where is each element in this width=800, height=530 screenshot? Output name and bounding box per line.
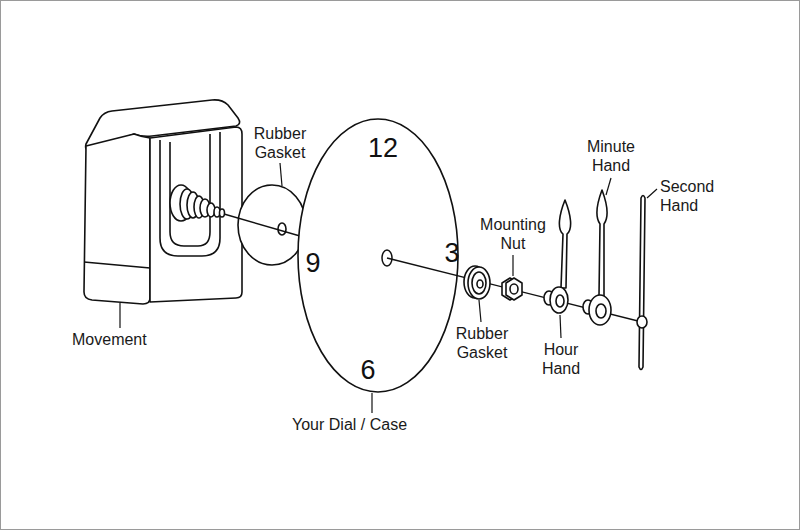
shaft-thread	[207, 203, 215, 217]
nut-side	[502, 278, 518, 300]
dial-hole	[382, 250, 392, 266]
movement-recess	[160, 132, 220, 256]
hub-hole	[556, 295, 564, 307]
part-label: Movement	[72, 330, 182, 349]
dial-face	[298, 119, 458, 392]
hand-blade	[559, 200, 570, 288]
dial-number: 9	[305, 250, 320, 277]
clock-dial: 12 9 3 6	[297, 118, 459, 393]
leader-line	[512, 255, 513, 276]
leader-line	[606, 178, 611, 195]
movement-side	[84, 134, 150, 304]
part-label: Hour Hand	[532, 340, 590, 378]
shaft-thread	[214, 207, 220, 217]
leader-line	[280, 163, 282, 186]
movement-recess-inner	[170, 134, 210, 246]
hand-hub	[589, 295, 611, 325]
second-hand	[637, 196, 647, 370]
shaft-thread	[220, 209, 225, 217]
hand-collar	[583, 300, 593, 314]
shaft-thread	[194, 196, 204, 218]
hand-shaft	[224, 214, 300, 236]
shaft-thread	[200, 199, 210, 217]
hand-hub	[550, 287, 568, 313]
shaft-thread	[187, 192, 199, 218]
leader-line	[371, 393, 372, 413]
movement-top	[86, 100, 240, 151]
part-label: Minute Hand	[578, 137, 644, 175]
front-gasket	[464, 266, 490, 299]
hand-blade	[597, 190, 607, 296]
hand-hub	[637, 316, 647, 328]
part-label: Mounting Nut	[470, 215, 556, 253]
hub-hole	[596, 304, 606, 318]
gasket-ring	[472, 272, 486, 294]
movement-face	[150, 127, 242, 302]
gasket-hole	[278, 223, 286, 235]
dial-number: 3	[444, 240, 459, 267]
gasket-hole	[477, 280, 483, 288]
dial-number: 6	[360, 357, 375, 384]
part-label: Second Hand	[660, 177, 732, 215]
gasket-disc	[468, 267, 490, 299]
part-label: Your Dial / Case	[292, 415, 462, 434]
clock-movement	[84, 100, 242, 304]
leader-line	[560, 315, 561, 338]
nut-hole	[510, 284, 518, 294]
gasket-disc	[238, 185, 306, 265]
nut-face	[506, 278, 522, 300]
hour-hand	[544, 200, 571, 313]
shaft-thread	[180, 189, 194, 219]
shaft-base	[170, 185, 192, 221]
gasket-edge	[464, 266, 486, 298]
hand-blade	[639, 196, 645, 370]
part-label: Rubber Gasket	[448, 324, 516, 362]
leader-line	[479, 300, 481, 322]
rear-gasket	[238, 185, 306, 265]
dial-number: 12	[368, 135, 398, 162]
leader-line	[119, 303, 120, 328]
leader-line	[647, 189, 657, 198]
movement-step	[84, 262, 150, 268]
part-label: Rubber Gasket	[246, 124, 314, 162]
minute-hand	[583, 190, 611, 325]
mounting-nut	[502, 278, 522, 300]
hand-collar	[544, 291, 554, 305]
leader-lines	[120, 163, 657, 413]
hand-shaft	[387, 258, 642, 322]
